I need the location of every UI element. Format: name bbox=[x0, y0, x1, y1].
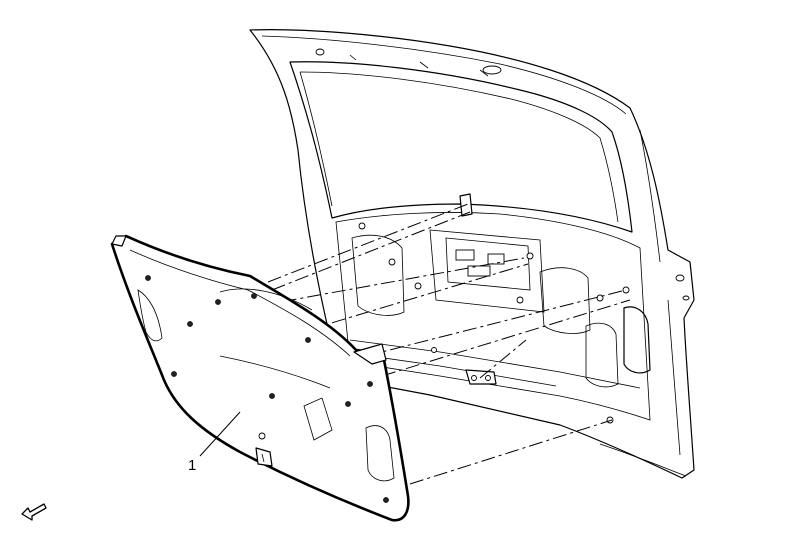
view-direction-arrow-icon bbox=[21, 503, 47, 521]
callout-1: 1 bbox=[188, 411, 241, 474]
liftgate-trim-panel bbox=[110, 234, 410, 522]
alignment-lines bbox=[257, 203, 631, 485]
callout-1-leader bbox=[199, 411, 241, 457]
callout-1-label: 1 bbox=[188, 457, 196, 474]
